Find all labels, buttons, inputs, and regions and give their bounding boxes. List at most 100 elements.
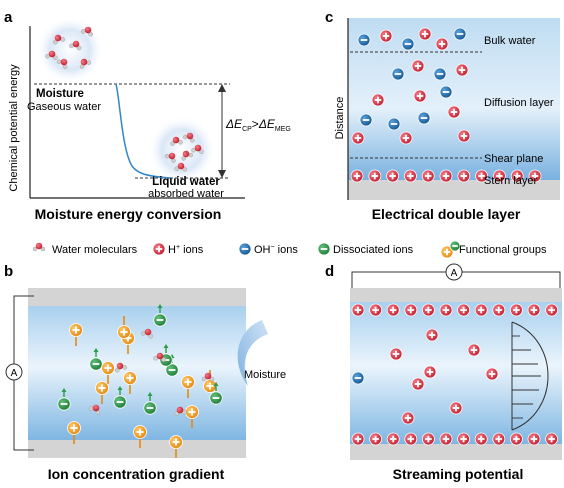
water-molecule-icon bbox=[56, 58, 68, 70]
functional-group-icon bbox=[101, 361, 115, 384]
water-molecule-icon bbox=[182, 132, 195, 143]
energy-curve bbox=[115, 83, 171, 179]
plus-ion-icon bbox=[411, 377, 425, 391]
plus-ion-icon bbox=[439, 432, 453, 446]
plus-ion-icon bbox=[545, 432, 558, 446]
plus-ion-icon bbox=[527, 432, 541, 446]
water-molecule-icon bbox=[115, 362, 127, 373]
plus-ion-icon bbox=[386, 169, 400, 183]
minus-ion-icon bbox=[57, 397, 71, 411]
minus-ion-icon bbox=[401, 37, 415, 51]
water-molecule-icon bbox=[45, 50, 58, 60]
water-molecule-icon bbox=[53, 34, 65, 45]
water-molecule-icon bbox=[174, 406, 187, 416]
panel-b: b A Moisture Ion concentration gradient bbox=[4, 263, 286, 482]
minus-ion-icon bbox=[153, 313, 167, 327]
plus-ion-icon bbox=[457, 129, 471, 143]
liquid-title: Liquid water bbox=[152, 176, 220, 188]
liquid-subtitle: absorbed water bbox=[148, 188, 224, 200]
plus-ion-icon bbox=[439, 303, 453, 317]
minus-ion-icon bbox=[165, 363, 179, 377]
plus-ion-icon bbox=[389, 347, 403, 361]
plus-ion-icon bbox=[425, 328, 439, 342]
minus-ion-icon bbox=[433, 67, 447, 81]
water-molecule-icon bbox=[181, 150, 194, 161]
stern-layer-label: Stern layer bbox=[484, 175, 538, 187]
plus-ion-icon bbox=[457, 303, 471, 317]
plus-ion-icon bbox=[411, 59, 425, 73]
water-molecule-icon bbox=[174, 162, 187, 172]
plus-ion-icon bbox=[351, 432, 365, 446]
legend-water-label: Water moleculars bbox=[52, 244, 138, 256]
minus-ion-icon bbox=[357, 33, 371, 47]
plus-ion-icon bbox=[492, 303, 506, 317]
legend-icons bbox=[32, 240, 461, 259]
dissociated-ion-icon bbox=[57, 388, 71, 411]
panel-b-water bbox=[28, 306, 246, 440]
moisture-cloud bbox=[36, 16, 104, 84]
plus-ion-icon bbox=[369, 303, 383, 317]
plus-ion-icon bbox=[510, 169, 524, 183]
panel-c: c Distance Bulk water Diffusion layer Sh… bbox=[325, 9, 560, 222]
panel-d-caption: Streaming potential bbox=[393, 466, 524, 482]
panel-c-ylabel: Distance bbox=[334, 97, 346, 140]
water-molecule-icon bbox=[141, 328, 153, 339]
minus-ion-icon bbox=[359, 113, 373, 127]
plus-ion-icon bbox=[371, 93, 385, 107]
dissociated-ion-icon bbox=[143, 392, 157, 415]
dissociated-ion-icon bbox=[209, 382, 223, 405]
panel-a-caption: Moisture energy conversion bbox=[35, 206, 222, 222]
legend: Water moleculars H+ ions OH− ions Dissoc… bbox=[32, 240, 547, 259]
functional-group-icon bbox=[169, 435, 183, 458]
plus-ion-icon bbox=[474, 432, 488, 446]
functional-group-icon bbox=[185, 405, 199, 428]
moisture-subtitle: Gaseous water bbox=[27, 101, 101, 113]
panel-a-letter: a bbox=[4, 9, 13, 26]
moisture-arrow-icon bbox=[237, 320, 268, 386]
plus-ion-icon bbox=[413, 89, 427, 103]
minus-ion-icon bbox=[453, 27, 467, 41]
plus-ion-icon bbox=[457, 432, 471, 446]
water-molecule-icon bbox=[79, 58, 92, 69]
functional-group-icon bbox=[95, 381, 109, 404]
plus-ion-icon bbox=[403, 169, 417, 183]
panel-b-caption: Ion concentration gradient bbox=[48, 466, 225, 482]
panel-d-letter: d bbox=[325, 263, 334, 280]
panel-b-bottom-plate bbox=[28, 440, 246, 458]
panel-a-water-molecules bbox=[45, 26, 204, 172]
plus-ion-icon bbox=[169, 435, 183, 449]
plus-ion-icon bbox=[386, 432, 400, 446]
functional-group-icon bbox=[133, 425, 147, 448]
functional-group-icon bbox=[181, 375, 195, 398]
plus-ion-icon bbox=[101, 361, 115, 375]
panel-b-moisture-label: Moisture bbox=[244, 369, 286, 381]
legend-functional-label: Functional groups bbox=[459, 244, 547, 256]
edl-solid-surface bbox=[348, 180, 560, 200]
panel-d-top-plate bbox=[350, 288, 562, 302]
panel-b-top-plate bbox=[28, 288, 246, 306]
plus-ion-icon bbox=[133, 425, 147, 439]
plus-ion-icon bbox=[457, 169, 471, 183]
water-molecule-icon bbox=[191, 144, 204, 154]
plus-ion-icon bbox=[440, 245, 454, 259]
plus-ion-icon bbox=[449, 401, 463, 415]
plus-ion-icon bbox=[485, 367, 499, 381]
plus-ion-icon bbox=[379, 29, 393, 43]
panel-b-ammeter-icon bbox=[5, 363, 23, 381]
plus-ion-icon bbox=[404, 303, 418, 317]
panel-c-letter: c bbox=[325, 9, 333, 26]
panel-b-letter: b bbox=[4, 263, 13, 280]
plus-ion-icon bbox=[439, 169, 453, 183]
plus-ion-icon bbox=[351, 303, 365, 317]
water-molecule-icon bbox=[164, 152, 176, 163]
minus-ion-icon bbox=[351, 371, 365, 385]
legend-oh-ion-label: OH− ions bbox=[254, 244, 298, 256]
plus-ion-icon bbox=[368, 169, 382, 183]
plus-ion-icon bbox=[399, 131, 413, 145]
plus-ion-icon bbox=[185, 405, 199, 419]
minus-ion-icon bbox=[417, 111, 431, 125]
plus-ion-icon bbox=[418, 27, 432, 41]
delta-e-label: ΔECP>ΔEMEG bbox=[225, 117, 291, 133]
plus-ion-icon bbox=[455, 63, 469, 77]
